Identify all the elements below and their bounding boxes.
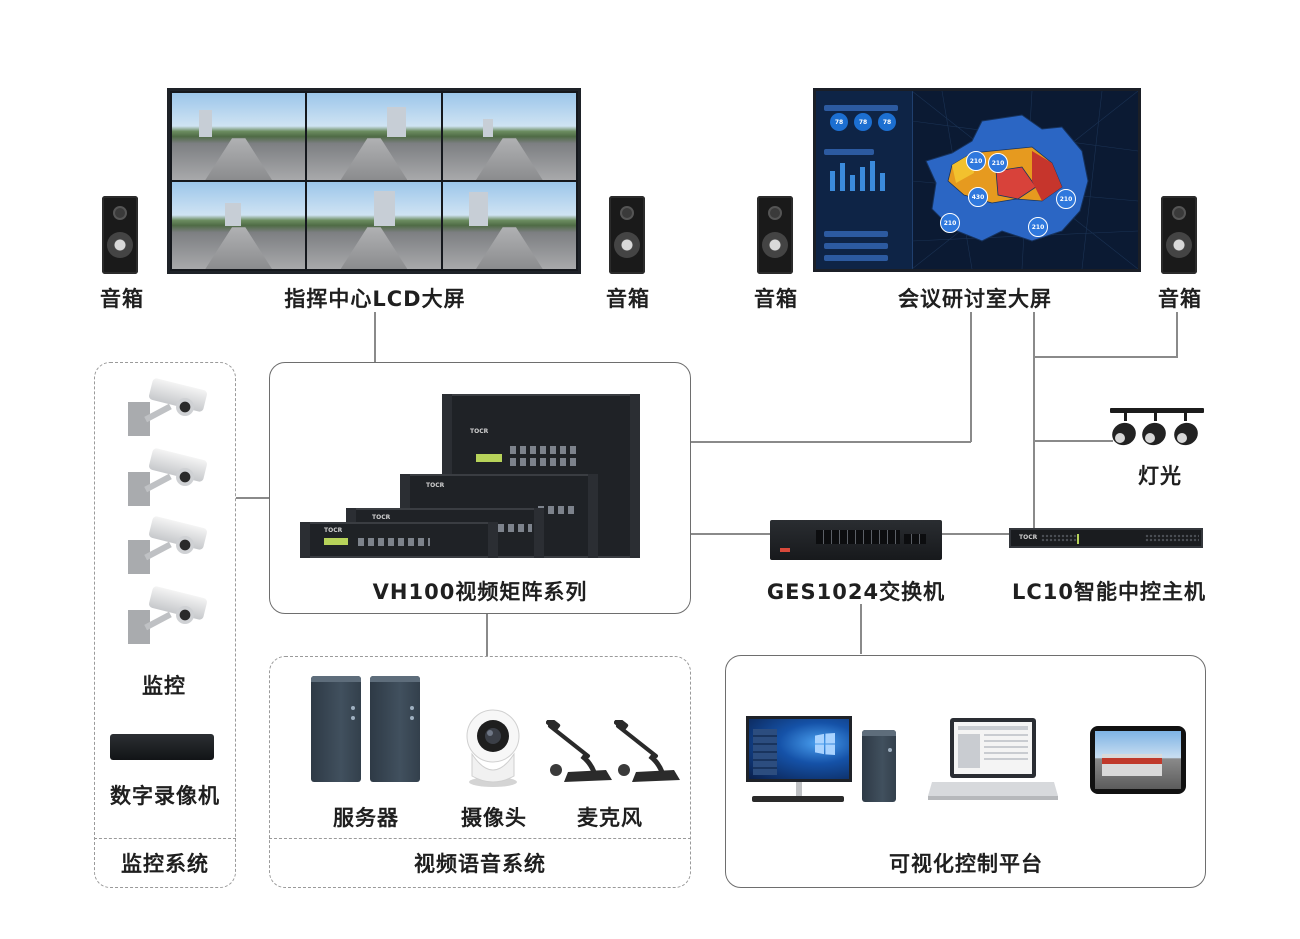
laptop-icon (928, 718, 1058, 800)
av-system-box (269, 656, 691, 888)
link-matrix-av (486, 614, 488, 656)
control-host-label: LC10智能中控主机 (1011, 580, 1207, 604)
ptz-camera-label: 摄像头 (461, 806, 527, 830)
map-value: 210 (1056, 189, 1076, 209)
switch-icon (770, 520, 942, 560)
map-value: 430 (968, 187, 988, 207)
microphone-label: 麦克风 (577, 806, 643, 830)
desktop-tower-icon (862, 730, 896, 802)
camera-icon (128, 585, 208, 646)
link-matrix-conf (691, 441, 971, 443)
video-tile (307, 182, 441, 269)
monitoring-system-label: 监控系统 (121, 852, 209, 876)
speaker-icon (609, 196, 645, 274)
microphone-icon (546, 720, 612, 782)
ptz-camera-icon (466, 709, 520, 787)
speaker-label: 音箱 (1158, 287, 1202, 311)
monitoring-divider (94, 838, 236, 839)
link-switch-lc10 (940, 533, 1010, 535)
platform-label: 可视化控制平台 (889, 852, 1043, 876)
video-tile (442, 182, 576, 269)
matrix-label: VH100视频矩阵系列 (372, 580, 588, 604)
cameras-label: 监控 (142, 674, 186, 698)
server-icon (311, 676, 361, 782)
camera-icon (128, 447, 208, 508)
camera-icon (128, 515, 208, 576)
link-lcd-matrix (374, 312, 376, 362)
nvr-label: 数字录像机 (110, 784, 220, 808)
speaker-icon (1161, 196, 1197, 274)
link-lc10-light (1033, 440, 1113, 442)
map-value: 210 (966, 151, 986, 171)
lcd-screen-label: 指挥中心LCD大屏 (284, 287, 466, 311)
stat-bubble: 78 (878, 113, 896, 131)
keyboard (752, 796, 844, 802)
lighting-label: 灯光 (1138, 464, 1182, 488)
microphone-icon (614, 720, 680, 782)
link-matrix-switch (691, 533, 771, 535)
monitoring-system-box (94, 362, 236, 888)
link-conf-vertical (970, 312, 972, 442)
control-host-icon: TOCR (1009, 528, 1203, 548)
speaker-icon (102, 196, 138, 274)
platform-box (725, 655, 1206, 888)
stat-bubble: 78 (854, 113, 872, 131)
speaker-label: 音箱 (606, 287, 650, 311)
speaker-label: 音箱 (754, 287, 798, 311)
speaker-label: 音箱 (100, 287, 144, 311)
tablet-icon (1090, 726, 1186, 794)
link-lc10-vertical (1033, 312, 1035, 530)
stat-bubble: 78 (830, 113, 848, 131)
conference-screen: 78 78 78 210 210 430 210 210 210 (813, 88, 1141, 272)
video-tile (172, 182, 306, 269)
nvr-icon (110, 734, 214, 760)
video-tile (442, 93, 576, 180)
speaker-icon (757, 196, 793, 274)
lcd-video-wall (167, 88, 581, 274)
link-speaker-vertical (1176, 312, 1178, 357)
map-value: 210 (1028, 217, 1048, 237)
matrix-box (269, 362, 691, 614)
link-monitor-matrix (236, 497, 270, 499)
monitor-stand (796, 782, 802, 796)
video-tile (307, 93, 441, 180)
light-icon (1110, 408, 1204, 446)
map-value: 210 (988, 153, 1008, 173)
server-label: 服务器 (333, 806, 399, 830)
monitor-icon (746, 716, 852, 782)
matrix-chassis-1u: TOCR (300, 522, 498, 558)
video-tile (172, 93, 306, 180)
server-icon (370, 676, 420, 782)
camera-icon (128, 377, 208, 438)
map-value: 210 (940, 213, 960, 233)
switch-label: GES1024交换机 (766, 580, 946, 604)
link-lc10-speaker (1033, 356, 1178, 358)
conference-screen-label: 会议研讨室大屏 (898, 287, 1052, 311)
av-system-divider (269, 838, 691, 839)
district-map (912, 91, 1138, 269)
av-system-label: 视频语音系统 (414, 852, 546, 876)
link-switch-platform (860, 604, 862, 654)
